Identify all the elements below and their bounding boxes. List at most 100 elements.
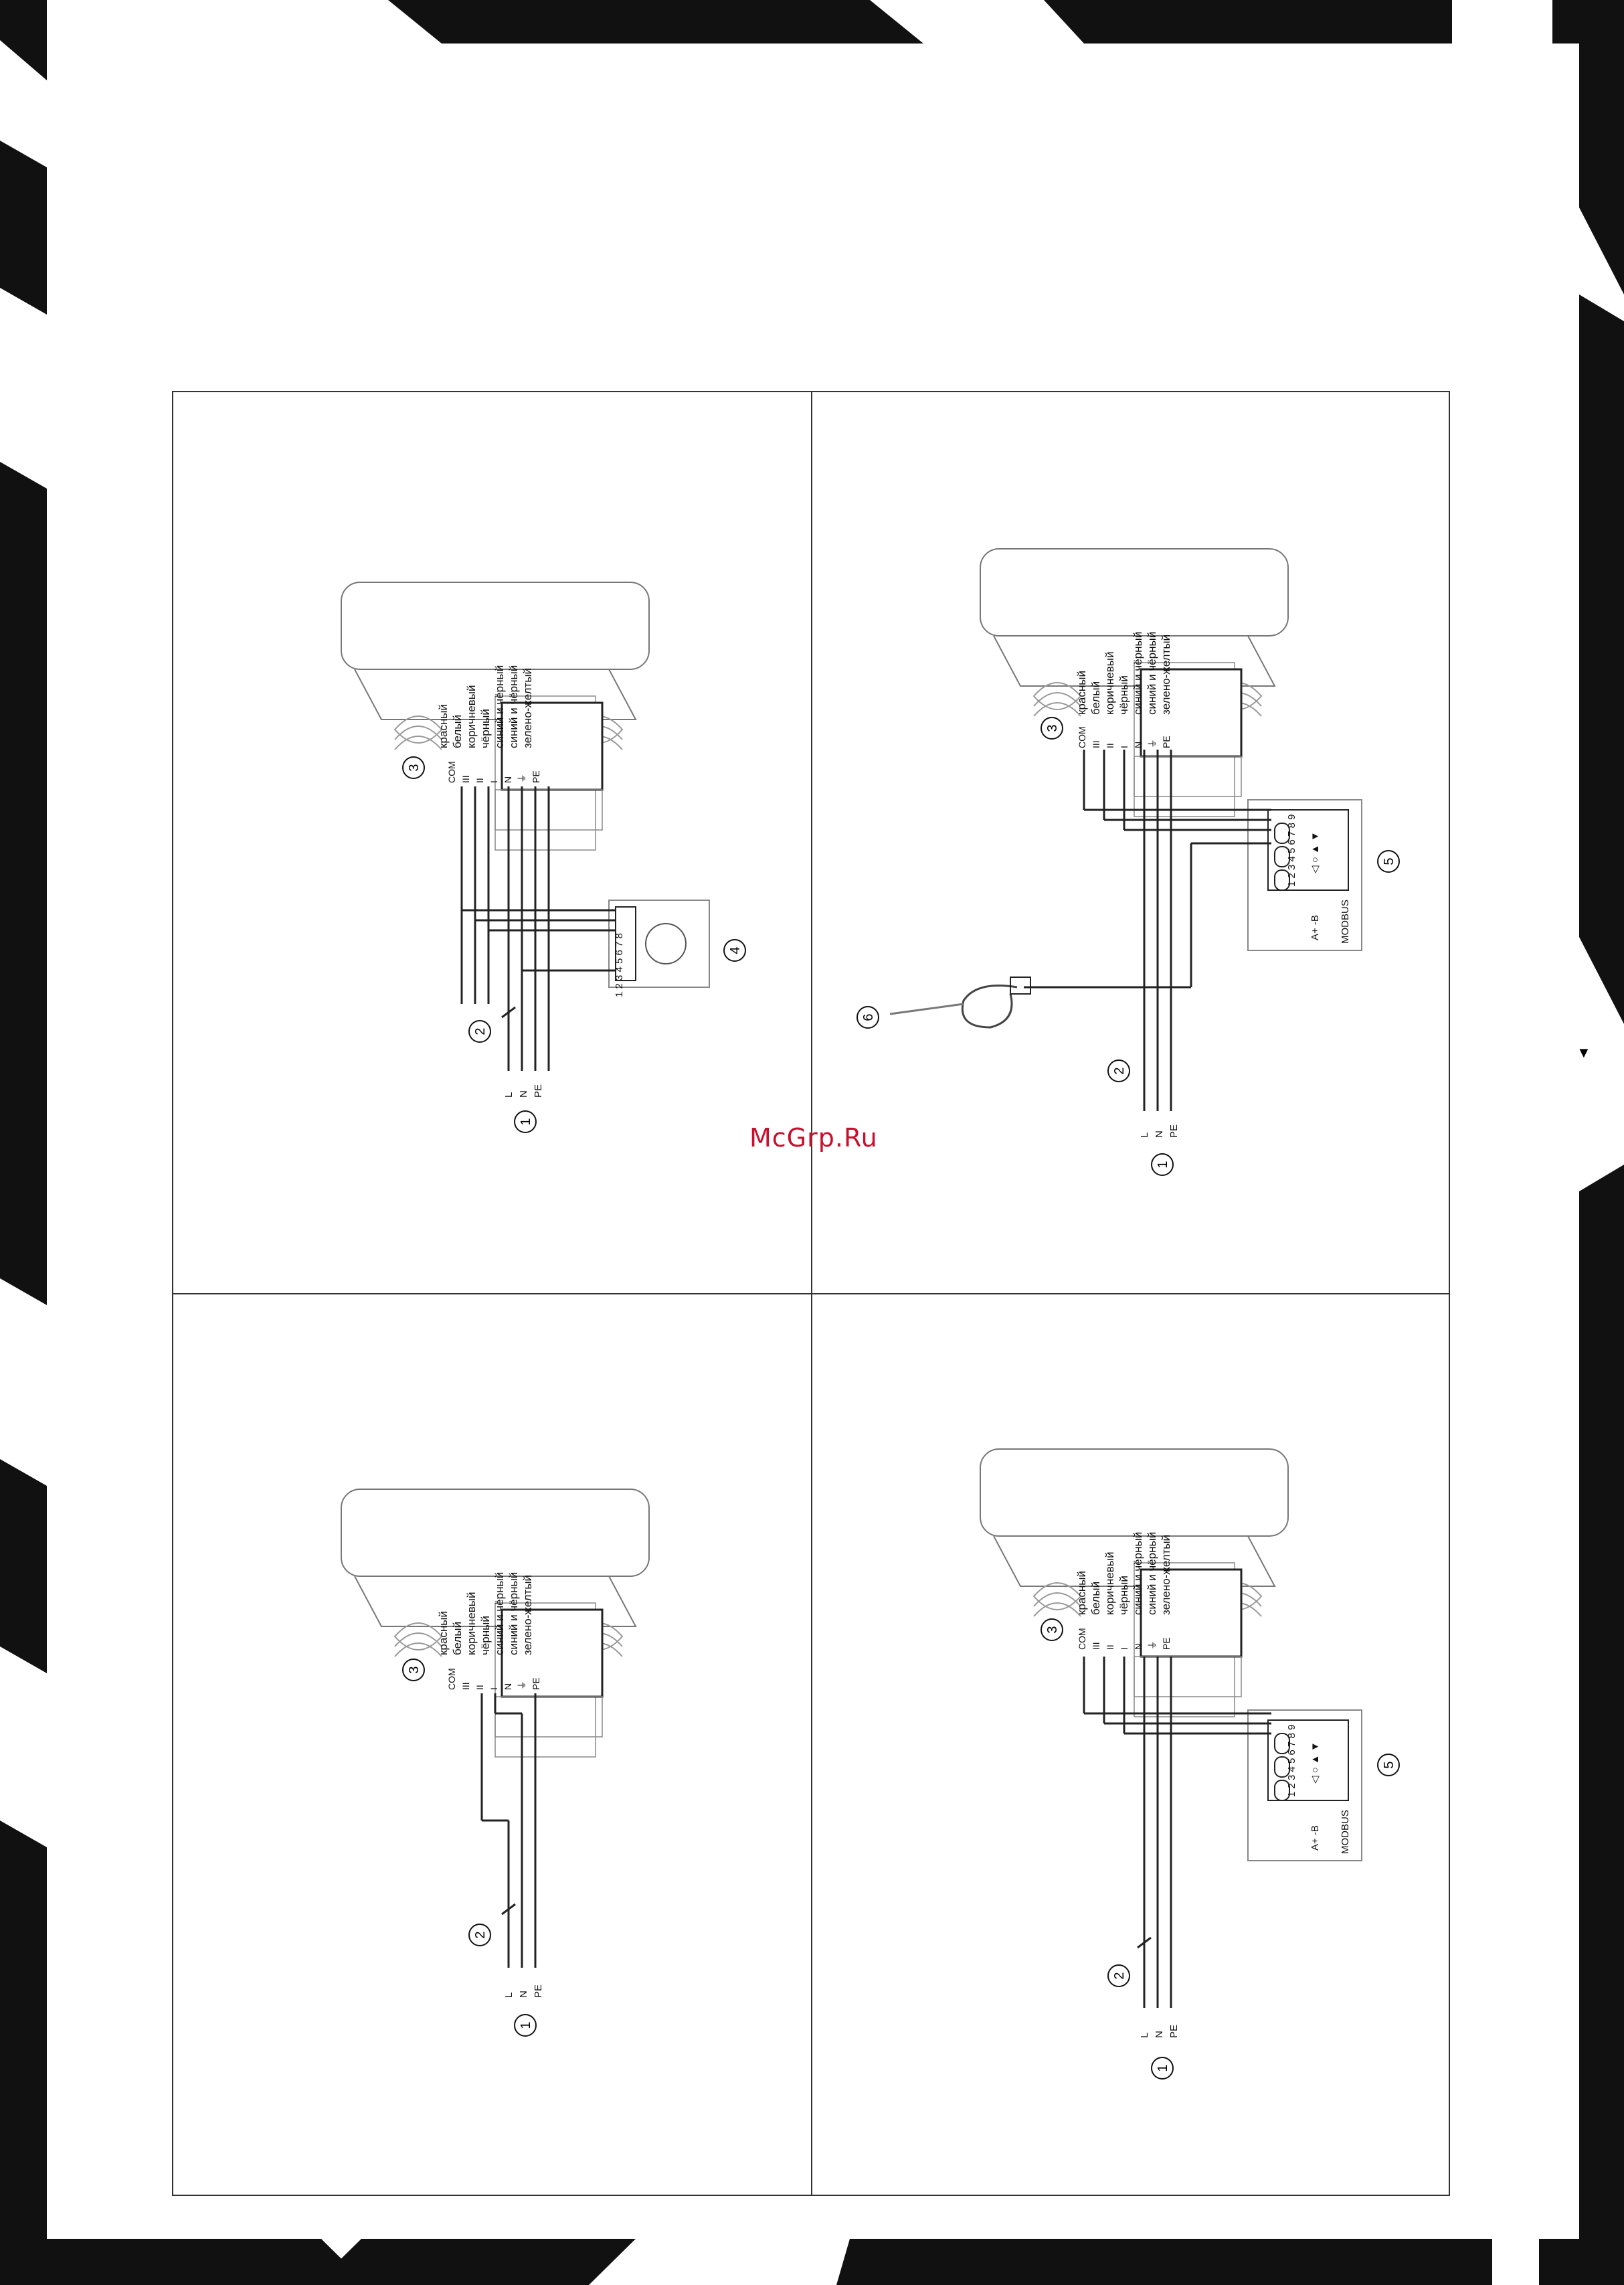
wire-label: красный	[437, 1611, 450, 1655]
terminal-code: ⏚	[1147, 739, 1158, 748]
terminal-code: COM	[446, 761, 457, 783]
terminal-code: II	[474, 778, 485, 783]
wire-label: коричневый	[1103, 652, 1116, 715]
wire-label: белый	[451, 1622, 464, 1655]
terminal-code: PE	[531, 770, 541, 783]
callout-circle	[1041, 1618, 1063, 1641]
wire-label: белый	[1089, 681, 1102, 715]
power-label: PE	[533, 1084, 544, 1098]
terminal-code: ⏚	[517, 774, 527, 783]
wire-label: синий и чёрный	[493, 1572, 506, 1655]
modbus-name: MODBUS	[1340, 1810, 1351, 1854]
terminal-code: II	[1105, 743, 1115, 748]
callout-circle	[468, 1924, 491, 1946]
wire-label: чёрный	[1117, 1576, 1130, 1615]
wire-label: синий и чёрный	[1132, 1532, 1144, 1615]
wire-label: синий и чёрный	[1132, 632, 1144, 715]
callout-circle	[1107, 1964, 1130, 1987]
callout-circle	[402, 756, 425, 779]
callout-circle	[723, 939, 746, 962]
callout-2: 2	[473, 1931, 488, 1938]
terminal-code: COM	[1077, 1628, 1087, 1650]
wire-label: белый	[451, 715, 464, 748]
wire-label: синий и чёрный	[507, 665, 520, 748]
callout-3: 3	[1045, 1626, 1060, 1633]
quadrant-grid	[172, 391, 1450, 2196]
wire-label: коричневый	[465, 685, 478, 748]
wire-label: коричневый	[465, 1592, 478, 1655]
wire-label: чёрный	[479, 1616, 492, 1655]
terminal-code: PE	[531, 1677, 541, 1690]
thermostat-terminals: 1 2 3 4 5 6 7 8	[614, 933, 625, 997]
terminal-code: COM	[1077, 726, 1087, 748]
modbus-bus-label: A+ -B	[1310, 915, 1321, 940]
callout-circle	[1377, 1754, 1400, 1776]
wire-label: чёрный	[479, 709, 492, 748]
page-arrow-icon: ▼	[1576, 1044, 1591, 1061]
power-label: N	[1154, 2031, 1165, 2038]
wire-label: зелено-желтый	[1160, 634, 1172, 715]
callout-5: 5	[1382, 1761, 1396, 1768]
terminal-code: ⏚	[517, 1681, 527, 1690]
callout-5: 5	[1382, 857, 1396, 865]
callout-circle	[1151, 2057, 1174, 2080]
callout-1: 1	[519, 1118, 533, 1125]
callout-1: 1	[1156, 1161, 1170, 1168]
callout-3: 3	[407, 1666, 422, 1673]
callout-2: 2	[1112, 1972, 1127, 1979]
wire-label: чёрный	[1117, 675, 1130, 715]
terminal-code: II	[1105, 1644, 1115, 1650]
wire-label: белый	[1089, 1582, 1102, 1615]
callout-circle	[514, 2014, 537, 2037]
terminal-code: III	[1091, 740, 1101, 748]
callout-circle	[1041, 717, 1063, 740]
wire-label: коричневый	[1103, 1552, 1116, 1615]
terminal-code: N	[503, 1683, 513, 1690]
callout-1: 1	[519, 2021, 533, 2029]
terminal-code: N	[1133, 1643, 1144, 1650]
power-label: PE	[533, 1984, 544, 1998]
watermark: McGrp.Ru	[749, 1123, 878, 1153]
modbus-buttons: ◁ ○ ▲ ▼	[1310, 831, 1321, 873]
terminal-code: PE	[1161, 736, 1172, 748]
callout-circle	[856, 1006, 879, 1029]
device-labels: 1 2 3 4 5 6 7 8 1 2 3 4 5 6 7 8 9 A+ -B MOD…	[614, 815, 1351, 1854]
terminal-code: PE	[1161, 1637, 1172, 1650]
panel-bottom-left	[340, 1488, 650, 1968]
wire-label: зелено-желтый	[1160, 1535, 1172, 1615]
callout-circle	[1107, 1060, 1130, 1082]
callout-6: 6	[861, 1013, 876, 1021]
callout-3: 3	[407, 764, 422, 771]
power-label: N	[1154, 1130, 1165, 1138]
terminal-code: I	[1119, 1647, 1130, 1650]
callout-circle	[402, 1659, 425, 1681]
wire-label: синий и чёрный	[1146, 632, 1158, 715]
panel-top-left	[340, 581, 710, 1071]
terminal-code: II	[474, 1685, 485, 1690]
terminal-code: I	[488, 1687, 499, 1690]
modbus-terminals: 1 2 3 4 5 6 7 8 9	[1286, 815, 1297, 887]
wire-label: красный	[1075, 1571, 1088, 1615]
callout-circle	[514, 1110, 537, 1133]
power-label: L	[503, 1993, 515, 1998]
panel-top-right	[889, 547, 1362, 1111]
wire-label: зелено-желтый	[521, 1575, 534, 1655]
wire-label: зелено-желтый	[521, 668, 534, 748]
power-label: N	[518, 1991, 529, 1998]
wire-label: красный	[437, 704, 450, 748]
terminal-code: I	[488, 780, 499, 783]
callout-1: 1	[1156, 2064, 1170, 2071]
callout-4: 4	[728, 946, 743, 954]
wire-label: синий и чёрный	[1146, 1532, 1158, 1615]
power-label: PE	[1168, 1124, 1180, 1138]
callout-circle	[468, 1020, 491, 1043]
wire-label: синий и чёрный	[507, 1572, 520, 1655]
terminal-code: III	[1091, 1642, 1101, 1650]
wire-label: синий и чёрный	[493, 665, 506, 748]
